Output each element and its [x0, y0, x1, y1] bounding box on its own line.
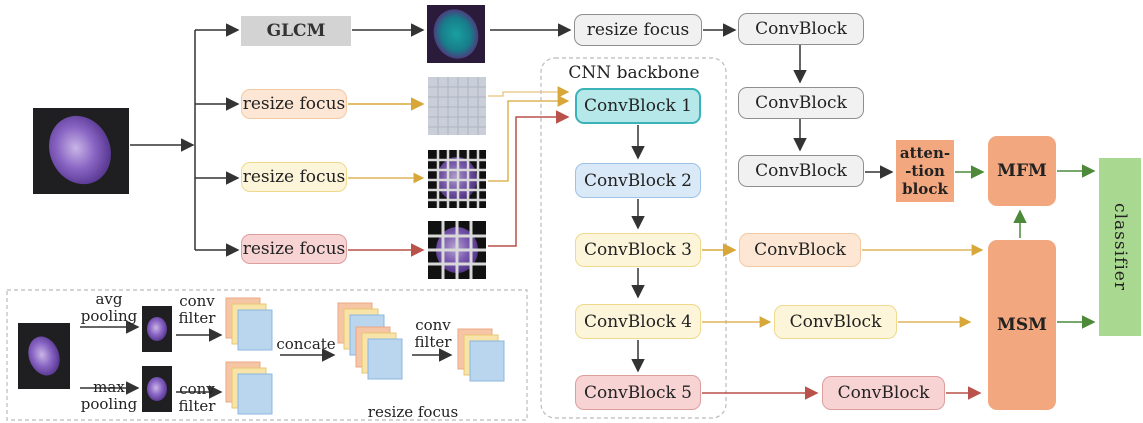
- top-resize-focus-box: resize focus: [574, 14, 702, 46]
- max-pooling-label: max pooling: [80, 378, 138, 413]
- mfm-box: MFM: [988, 136, 1056, 206]
- top-convblock-3: ConvBlock: [738, 155, 864, 187]
- classifier-label: classifier: [1110, 203, 1130, 291]
- backbone-convblock-3: ConvBlock 3: [575, 233, 701, 267]
- avg-pooled-image: [142, 306, 172, 352]
- inset-resize-focus-label: resize focus: [367, 402, 459, 421]
- glcm-output-image: [427, 5, 485, 63]
- msm-box: MSM: [988, 240, 1056, 410]
- max-pooled-image: [142, 366, 172, 412]
- side-convblock-4: ConvBlock: [774, 305, 897, 339]
- feature-maps-max: [225, 361, 273, 415]
- backbone-convblock-4: ConvBlock 4: [575, 304, 701, 339]
- focus-image-2: [428, 150, 486, 208]
- filtered-feature-maps: [457, 328, 505, 382]
- resize-focus-box-1: resize focus: [241, 89, 347, 119]
- side-convblock-5: ConvBlock: [822, 376, 945, 410]
- backbone-convblock-5: ConvBlock 5: [575, 375, 701, 410]
- resize-focus-box-3: resize focus: [241, 234, 347, 264]
- avg-pooling-label: avg pooling: [80, 290, 138, 325]
- backbone-convblock-2: ConvBlock 2: [575, 163, 701, 198]
- focus-image-3: [428, 221, 486, 279]
- glcm-box: GLCM: [241, 16, 351, 46]
- conv-filter-label-1: conv filter: [178, 292, 216, 327]
- conv-filter-label-3: conv filter: [414, 316, 452, 351]
- classifier-box: classifier: [1099, 158, 1141, 336]
- focus-image-1: [428, 77, 486, 135]
- inset-input-image: [18, 323, 70, 389]
- inset-panel: [6, 289, 528, 421]
- cnn-backbone-title: CNN backbone: [568, 63, 700, 83]
- resize-focus-box-2: resize focus: [241, 162, 347, 192]
- concate-label: concate: [276, 334, 336, 353]
- top-convblock-2: ConvBlock: [738, 87, 864, 119]
- input-cell-image: [33, 108, 129, 194]
- backbone-convblock-1: ConvBlock 1: [575, 88, 701, 124]
- side-convblock-3: ConvBlock: [739, 233, 861, 267]
- feature-maps-avg: [225, 297, 273, 351]
- concatenated-feature-maps: [337, 302, 403, 380]
- conv-filter-label-2: conv filter: [178, 380, 216, 415]
- top-convblock-1: ConvBlock: [738, 13, 864, 45]
- cnn-backbone-container: [540, 57, 727, 419]
